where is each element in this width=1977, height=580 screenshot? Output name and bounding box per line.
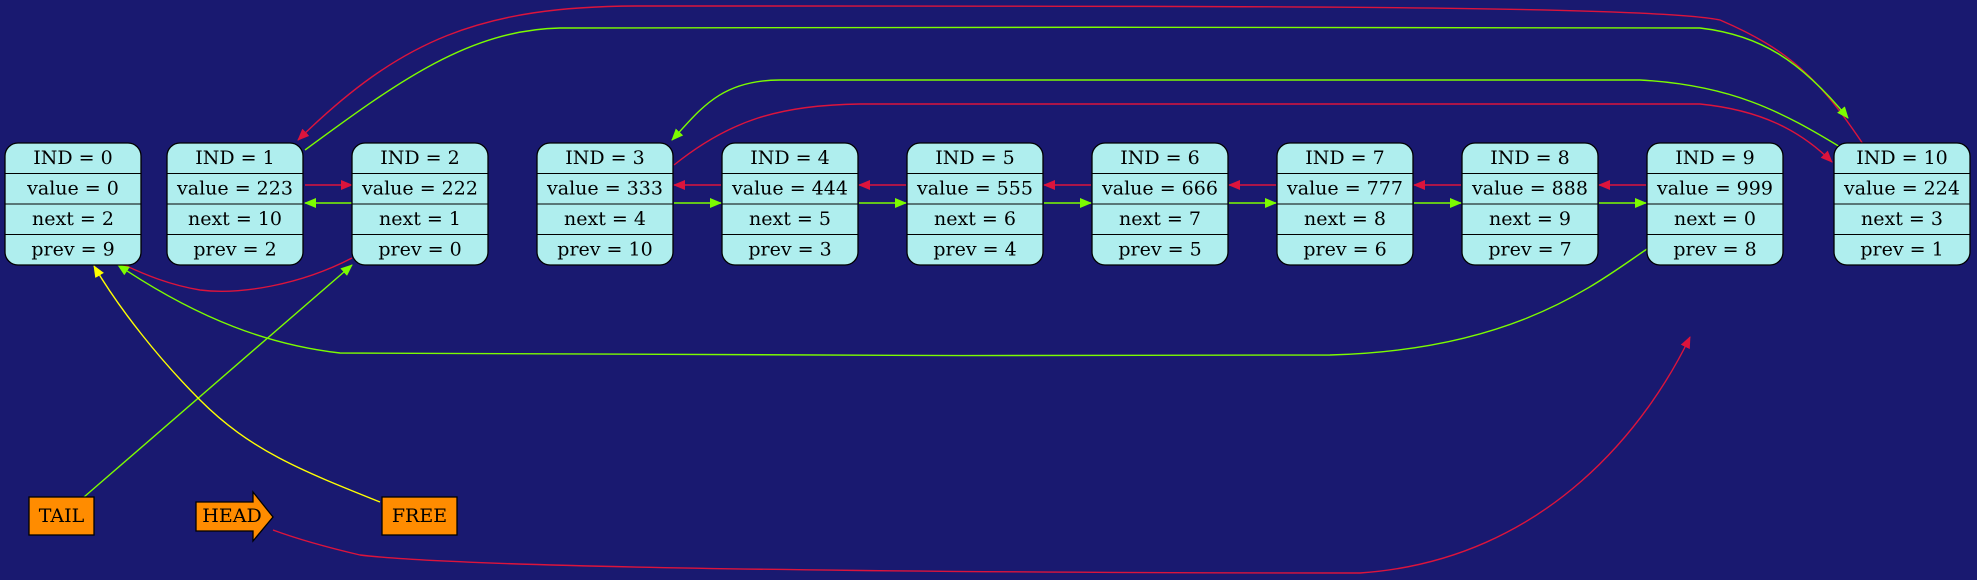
node-value-field: value = 333 <box>546 178 663 200</box>
list-node-5: IND = 5 value = 555 next = 6 prev = 4 <box>906 142 1044 266</box>
node-value-field: value = 222 <box>361 178 478 200</box>
node-ind-field: IND = 3 <box>565 147 644 169</box>
node-value-field: value = 0 <box>26 178 119 200</box>
node-next-field: next = 3 <box>1861 208 1943 230</box>
list-node-7: IND = 7 value = 777 next = 8 prev = 6 <box>1276 142 1414 266</box>
node-prev-field: prev = 9 <box>31 239 114 261</box>
node-next-field: next = 8 <box>1304 208 1386 230</box>
node-next-field: next = 7 <box>1119 208 1201 230</box>
node-value-field: value = 666 <box>1101 178 1218 200</box>
node-ind-field: IND = 9 <box>1675 147 1754 169</box>
node-ind-field: IND = 1 <box>195 147 274 169</box>
node-value-field: value = 777 <box>1286 178 1403 200</box>
free-label-text: FREE <box>392 505 447 527</box>
node-value-field: value = 999 <box>1656 178 1773 200</box>
node-next-field: next = 4 <box>564 208 646 230</box>
label-layer: TAIL HEAD FREE <box>28 490 458 543</box>
tail-label-text: TAIL <box>39 505 85 527</box>
node-prev-field: prev = 0 <box>378 239 461 261</box>
list-node-3: IND = 3 value = 333 next = 4 prev = 10 <box>536 142 674 266</box>
node-ind-field: IND = 10 <box>1856 147 1948 169</box>
node-prev-field: prev = 2 <box>193 239 276 261</box>
list-node-4: IND = 4 value = 444 next = 5 prev = 3 <box>721 142 859 266</box>
node-next-field: next = 1 <box>379 208 461 230</box>
list-node-8: IND = 8 value = 888 next = 9 prev = 7 <box>1461 142 1599 266</box>
node-layer: IND = 0 value = 0 next = 2 prev = 9 IND = 1 v… <box>4 142 1971 266</box>
node-prev-field: prev = 5 <box>1118 239 1201 261</box>
head-edge <box>272 336 1691 574</box>
head-label-text: HEAD <box>202 505 261 527</box>
head-arrow-shape <box>195 490 274 543</box>
head-label: HEAD <box>195 490 274 543</box>
node-prev-field: prev = 8 <box>1673 239 1756 261</box>
list-node-1: IND = 1 value = 223 next = 10 prev = 2 <box>166 142 304 266</box>
node-prev-field: prev = 10 <box>557 239 652 261</box>
free-edge <box>93 265 381 503</box>
list-node-9: IND = 9 value = 999 next = 0 prev = 8 <box>1646 142 1784 266</box>
next-edge-9-0 <box>117 246 1651 357</box>
node-next-field: next = 6 <box>934 208 1016 230</box>
node-ind-field: IND = 7 <box>1305 147 1384 169</box>
prev-edge-10-1 <box>297 5 1864 145</box>
list-node-2: IND = 2 value = 222 next = 1 prev = 0 <box>351 142 489 266</box>
node-prev-field: prev = 6 <box>1303 239 1386 261</box>
edge-layer <box>83 5 1864 574</box>
node-prev-field: prev = 4 <box>933 239 1016 261</box>
node-prev-field: prev = 7 <box>1488 239 1571 261</box>
node-value-field: value = 224 <box>1843 178 1960 200</box>
node-ind-field: IND = 8 <box>1490 147 1569 169</box>
next-edge-10-3 <box>671 79 1846 151</box>
node-next-field: next = 5 <box>749 208 831 230</box>
list-node-0: IND = 0 value = 0 next = 2 prev = 9 <box>4 142 142 266</box>
tail-edge <box>83 264 353 498</box>
node-ind-field: IND = 4 <box>750 147 829 169</box>
node-value-field: value = 223 <box>176 178 293 200</box>
node-value-field: value = 444 <box>731 178 848 200</box>
list-node-10: IND = 10 value = 224 next = 3 prev = 1 <box>1833 142 1971 266</box>
node-next-field: next = 2 <box>32 208 114 230</box>
node-ind-field: IND = 0 <box>33 147 112 169</box>
prev-edge-2-0 <box>117 257 353 292</box>
node-ind-field: IND = 2 <box>380 147 459 169</box>
node-ind-field: IND = 5 <box>935 147 1014 169</box>
node-next-field: next = 0 <box>1674 208 1756 230</box>
node-value-field: value = 555 <box>916 178 1033 200</box>
node-prev-field: prev = 1 <box>1860 239 1943 261</box>
node-prev-field: prev = 3 <box>748 239 831 261</box>
node-next-field: next = 9 <box>1489 208 1571 230</box>
node-ind-field: IND = 6 <box>1120 147 1199 169</box>
tail-label: TAIL <box>28 496 95 536</box>
node-next-field: next = 10 <box>188 208 282 230</box>
list-node-6: IND = 6 value = 666 next = 7 prev = 5 <box>1091 142 1229 266</box>
node-value-field: value = 888 <box>1471 178 1588 200</box>
next-edge-1-10 <box>304 26 1849 151</box>
free-label: FREE <box>381 496 458 536</box>
